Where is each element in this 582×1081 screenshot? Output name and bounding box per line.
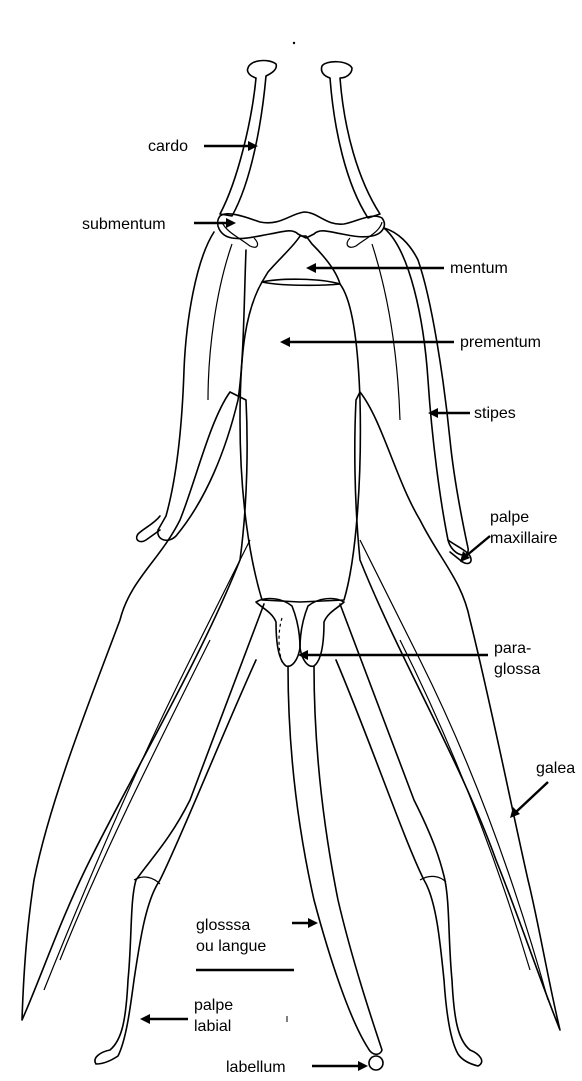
cardo-left <box>220 61 276 216</box>
label-mentum: mentum <box>450 260 508 277</box>
arrow-prementum <box>280 337 454 347</box>
label-palpe-maxillaire-1: palpe <box>490 509 529 526</box>
label-galea: galea <box>536 760 575 777</box>
arrow-palpe-labial <box>140 1014 188 1024</box>
label-palpe-labial-2: labial <box>194 1018 231 1035</box>
label-labellum: labellum <box>226 1059 286 1076</box>
label-palpe-maxillaire-2: maxillaire <box>490 530 558 547</box>
arrow-palpe-maxillaire <box>460 536 490 562</box>
arrow-galea <box>510 782 548 818</box>
arrow-stipes <box>428 408 470 418</box>
arrow-submentum <box>194 218 236 228</box>
label-glossa-1: glosssa <box>196 917 250 934</box>
label-prementum: prementum <box>460 334 541 351</box>
galea-right <box>355 392 560 1030</box>
stipes-left <box>158 232 246 540</box>
arrow-cardo <box>204 141 258 151</box>
labial-palp-right <box>336 604 482 1066</box>
glossa <box>288 666 383 1070</box>
dot-mark <box>293 42 295 44</box>
label-stipes: stipes <box>474 405 516 422</box>
submentum <box>218 212 385 247</box>
arrow-glossa <box>292 918 318 928</box>
label-glossa-2: ou langue <box>196 938 266 955</box>
labial-palp-left <box>95 604 264 1064</box>
arrow-paraglossa <box>298 650 488 660</box>
maxillary-palp-left <box>137 516 160 542</box>
label-palpe-labial-1: palpe <box>194 997 233 1014</box>
label-submentum: submentum <box>82 216 166 233</box>
label-cardo: cardo <box>148 138 188 155</box>
arrow-labellum <box>312 1061 368 1071</box>
stipes-right <box>372 228 468 555</box>
label-paraglossa-1: para- <box>494 640 531 657</box>
label-paraglossa-2: glossa <box>494 661 540 678</box>
cardo-right <box>321 62 380 218</box>
mentum <box>262 236 340 285</box>
prementum <box>240 279 360 602</box>
arrow-mentum <box>306 263 444 273</box>
